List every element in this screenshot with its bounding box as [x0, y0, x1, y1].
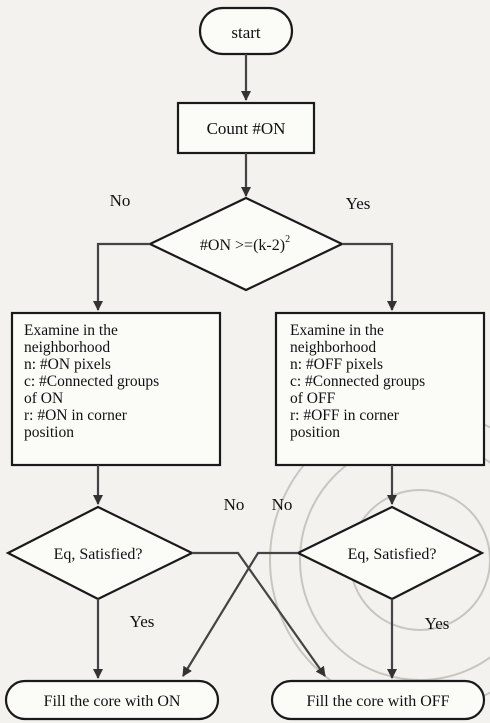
left-no-label: No — [224, 495, 245, 514]
examine-on-node: Examine in the neighborhood n: #ON pixel… — [10, 311, 222, 467]
examine-on-line: of ON — [24, 390, 63, 407]
examine-off-line: position — [290, 424, 340, 441]
decision-right-node: Eq, Satisfied? — [295, 505, 485, 601]
examine-on-line: position — [24, 424, 74, 441]
edge-left-no — [192, 551, 326, 677]
right-yes-label: Yes — [425, 614, 450, 633]
d1-no-label: No — [110, 191, 131, 210]
decision1-label: #ON >=(k-2) — [200, 237, 285, 254]
decision-left-label: Eq, Satisfied? — [54, 546, 143, 563]
examine-on-line: r: #ON in corner — [24, 407, 128, 424]
left-yes-label: Yes — [130, 612, 155, 631]
examine-on-line: neighborhood — [24, 339, 110, 356]
examine-off-node: Examine in the neighborhood n: #OFF pixe… — [274, 311, 486, 467]
edge-d1-no — [93, 242, 150, 311]
examine-off-line: of OFF — [290, 390, 336, 407]
fill-off-label: Fill the core with OFF — [306, 693, 449, 710]
count-label: Count #ON — [207, 119, 286, 138]
examine-off-line: c: #Connected groups — [290, 373, 425, 390]
edge-d1-yes — [342, 242, 397, 311]
decision1-node: #ON >=(k-2)2 — [147, 196, 345, 292]
examine-on-line: Examine in the — [24, 322, 118, 339]
count-node: Count #ON — [176, 101, 316, 155]
examine-off-line: Examine in the — [290, 322, 384, 339]
start-node: start — [198, 6, 294, 56]
examine-on-line: c: #Connected groups — [24, 373, 159, 390]
edge-right-no — [182, 551, 298, 677]
decision1-exponent: 2 — [285, 234, 290, 245]
examine-off-line: neighborhood — [290, 339, 376, 356]
fill-on-node: Fill the core with ON — [4, 679, 220, 721]
fill-off-node: Fill the core with OFF — [270, 679, 486, 721]
examine-off-line: n: #OFF pixels — [290, 356, 383, 373]
right-no-label: No — [272, 495, 293, 514]
start-label: start — [231, 23, 261, 42]
svg-text:#ON >=(k-2)2: #ON >=(k-2)2 — [200, 234, 290, 254]
examine-on-line: n: #ON pixels — [24, 356, 111, 373]
decision-left-node: Eq, Satisfied? — [5, 505, 195, 601]
examine-off-line: r: #OFF in corner — [290, 407, 400, 424]
d1-yes-label: Yes — [346, 194, 371, 213]
fill-on-label: Fill the core with ON — [44, 693, 181, 710]
decision-right-label: Eq, Satisfied? — [348, 546, 437, 563]
